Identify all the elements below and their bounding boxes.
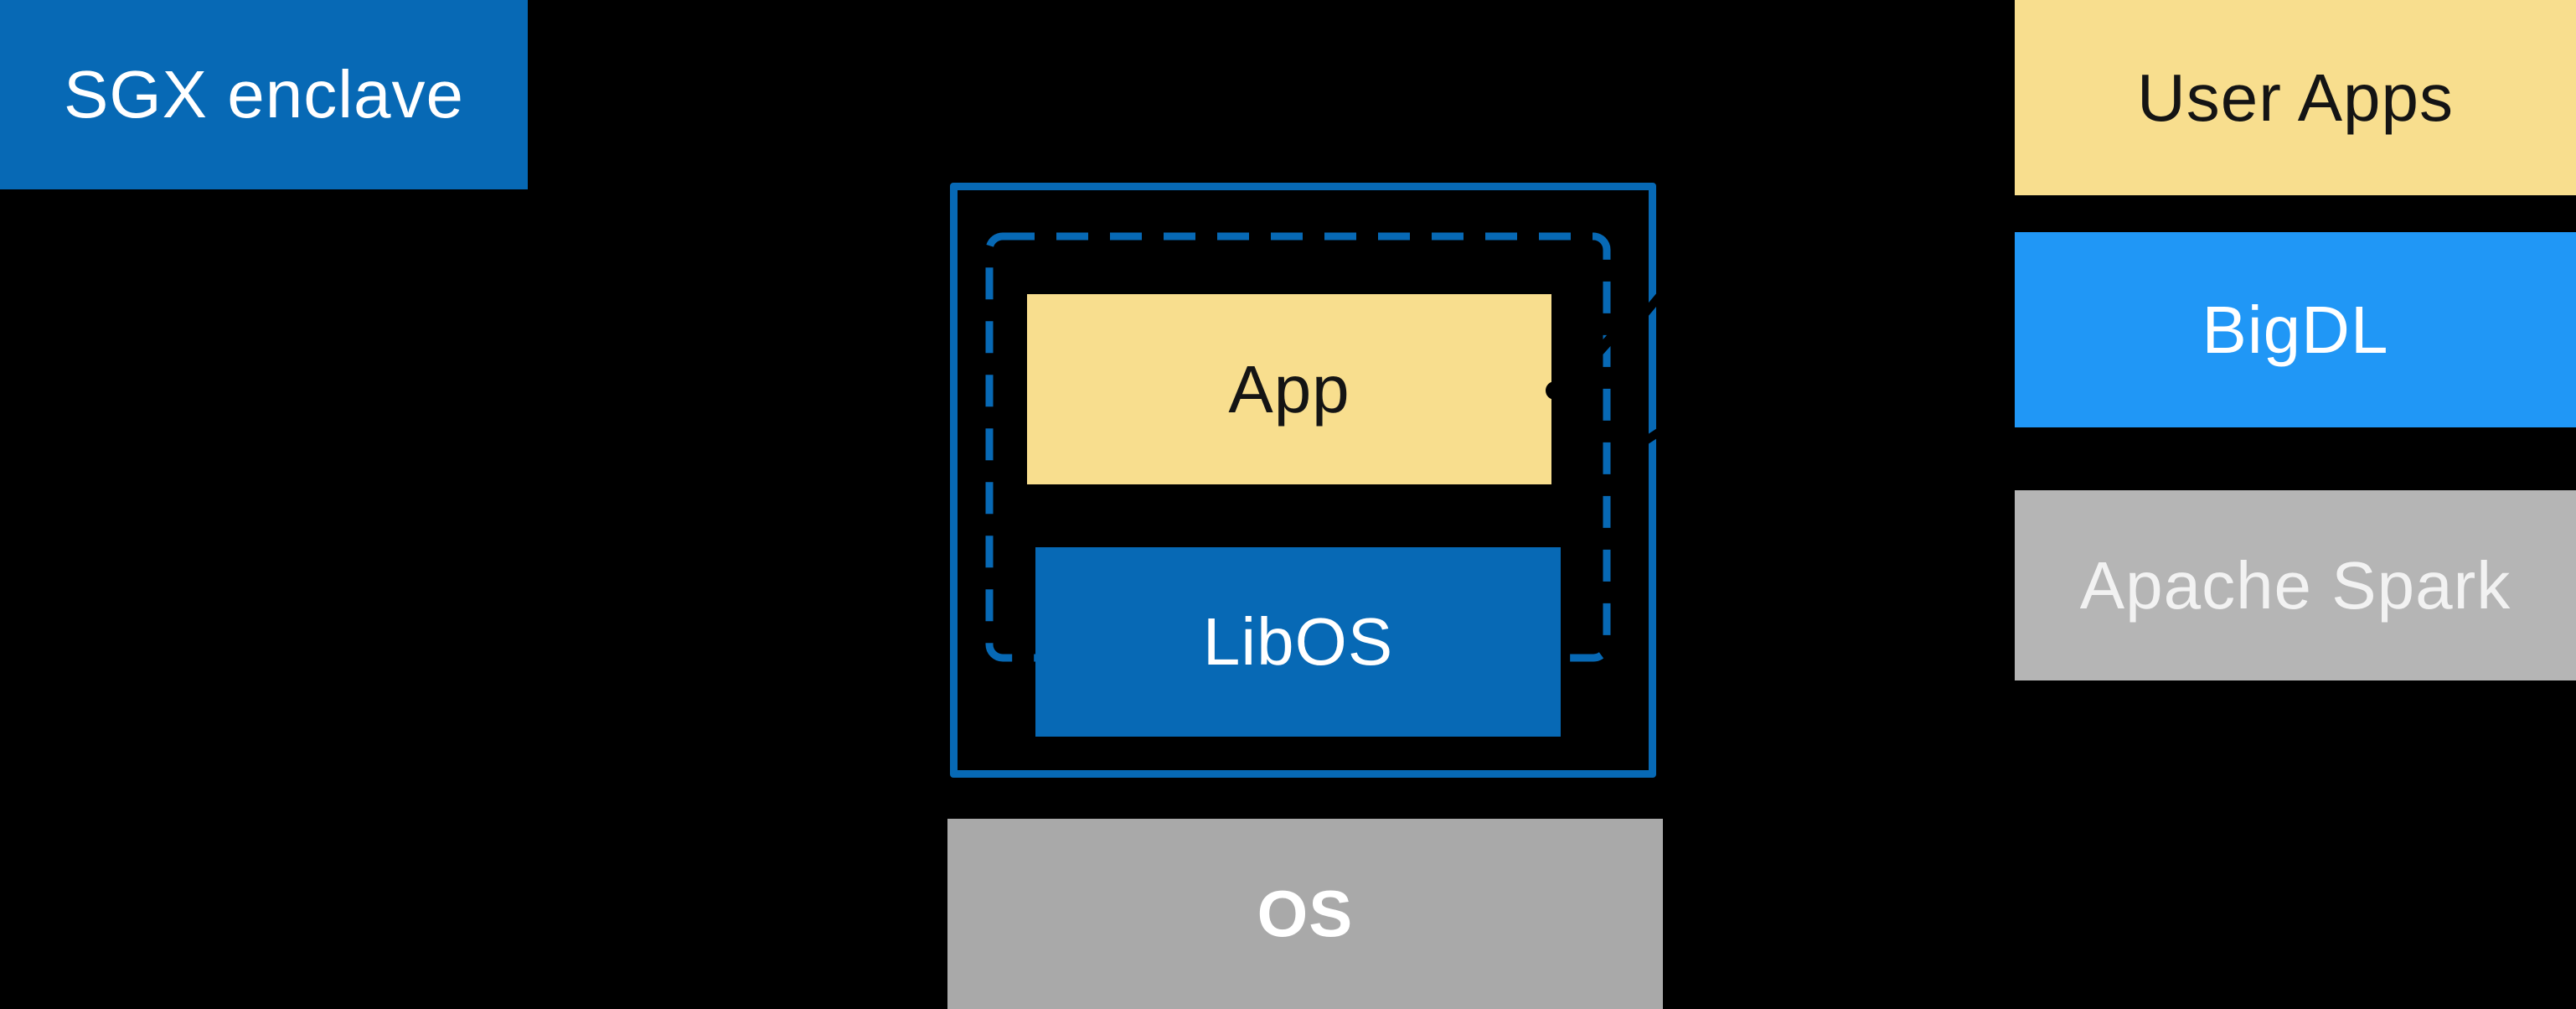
- user-apps-box: User Apps: [2015, 0, 2576, 195]
- enclave-dashed-boundary: [985, 232, 1611, 662]
- sgx-enclave-box: SGX enclave: [0, 0, 528, 189]
- libos-label: LibOS: [1202, 604, 1394, 679]
- os-label: OS: [1257, 877, 1354, 950]
- sgx-enclave-label: SGX enclave: [64, 57, 464, 132]
- app-box: App: [1027, 294, 1551, 484]
- bigdl-label: BigDL: [2202, 292, 2389, 367]
- apache-spark-box: Apache Spark: [2015, 490, 2576, 680]
- connector-dot-sgx-icon: [519, 507, 538, 525]
- enclave-outline-box: [950, 183, 1656, 778]
- os-box: OS: [947, 819, 1663, 1009]
- app-label: App: [1228, 351, 1350, 427]
- apache-spark-label: Apache Spark: [2079, 547, 2511, 623]
- connector-dot-app-icon: [1546, 381, 1564, 400]
- libos-box: LibOS: [1035, 547, 1561, 737]
- user-apps-label: User Apps: [2136, 60, 2455, 135]
- bigdl-box: BigDL: [2015, 232, 2576, 427]
